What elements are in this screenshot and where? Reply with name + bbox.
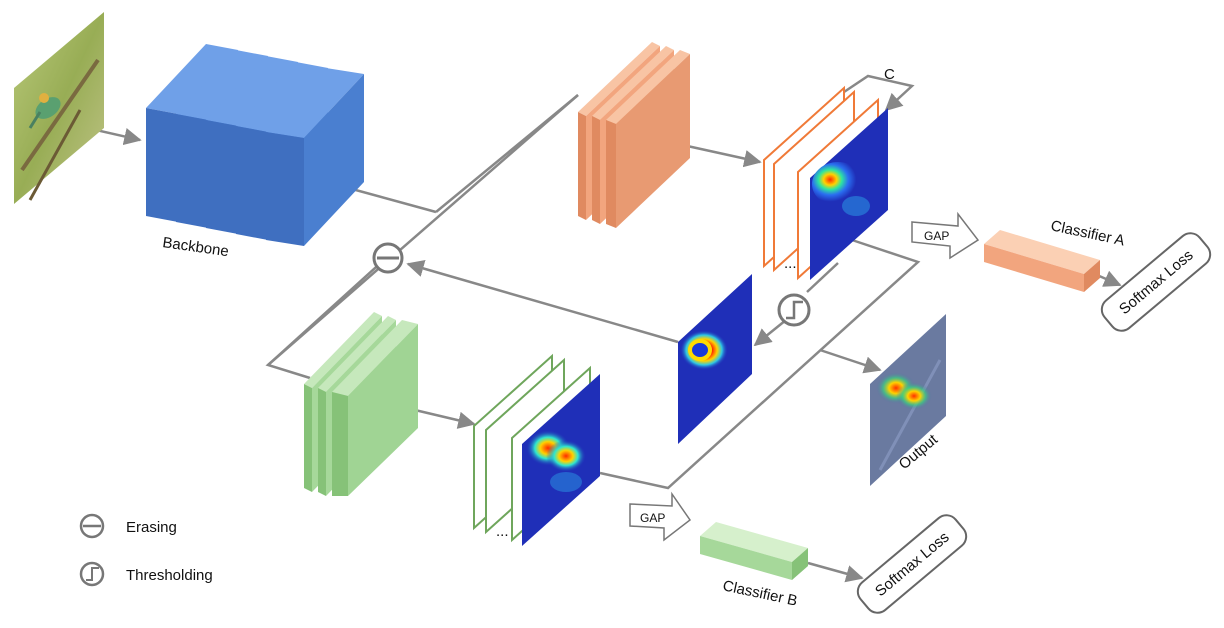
branch-a-conv-block <box>578 42 690 228</box>
connector-lines <box>265 94 921 490</box>
gap-a-label: GAP <box>924 229 949 243</box>
classifier-b-block <box>700 522 808 580</box>
input-image <box>14 12 104 204</box>
classifier-a-label: Classifier A <box>1049 217 1126 249</box>
branch-a-feature-maps <box>763 85 888 281</box>
branch-a-heatmap <box>810 108 888 280</box>
branch-b-ellipsis: ... <box>496 523 509 540</box>
legend-erasing-label: Erasing <box>126 519 177 536</box>
legend: Erasing Thresholding <box>79 513 213 587</box>
attention-mask-heatmap <box>678 274 752 444</box>
legend-threshold-icon <box>79 561 105 587</box>
backbone-slab <box>266 68 364 246</box>
gap-a-arrow-icon <box>911 211 980 260</box>
backbone-block <box>146 44 364 246</box>
backbone-label: Backbone <box>161 234 229 260</box>
gap-b-label: GAP <box>640 511 665 525</box>
legend-erase-icon <box>79 513 105 539</box>
classifier-b-label: Classifier B <box>721 577 799 609</box>
erase-minus-icon <box>372 242 404 274</box>
connector-arrows <box>73 74 1122 583</box>
branch-b-feature-maps <box>473 353 600 546</box>
legend-thresholding-label: Thresholding <box>126 567 213 584</box>
classifier-a-block <box>984 230 1100 292</box>
branch-b-conv-block <box>304 312 418 496</box>
softmax-loss-b: Softmax Loss <box>856 514 968 614</box>
threshold-step-icon <box>777 293 811 327</box>
gap-b-arrow-icon <box>629 491 692 542</box>
channels-label: C <box>884 66 895 83</box>
output-image <box>870 314 946 486</box>
branch-a-ellipsis: ... <box>784 255 797 272</box>
branch-b-heatmap <box>522 374 600 546</box>
